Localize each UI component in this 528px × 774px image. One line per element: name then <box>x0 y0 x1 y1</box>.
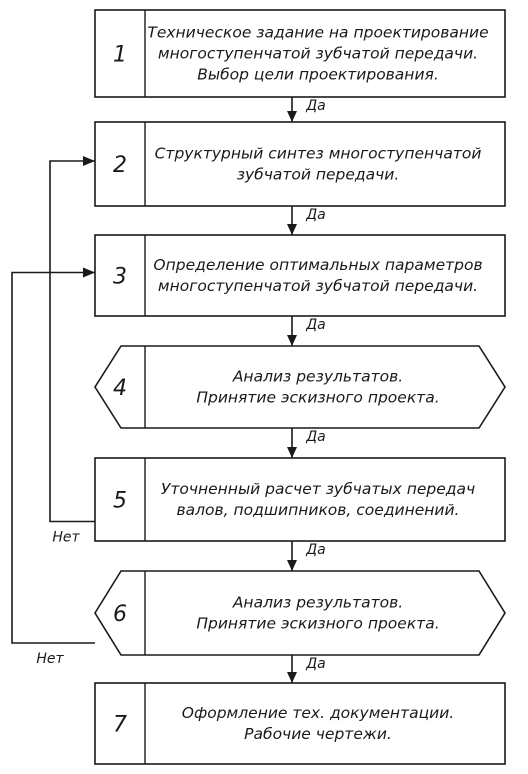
edge-label-no: Нет <box>52 530 80 546</box>
step-text-line: многоступенчатой зубчатой передачи. <box>158 277 478 295</box>
edge-label-yes: Да <box>305 656 326 672</box>
edge-label-no: Нет <box>36 651 64 667</box>
arrowhead <box>83 267 95 278</box>
arrowhead <box>287 335 297 346</box>
step-text-line: Структурный синтез многоступенчатой <box>155 145 482 163</box>
step-text-line: Техническое задание на проектирование <box>147 24 488 42</box>
step-number: 1 <box>113 43 127 68</box>
flow-step-6: 6 Анализ результатов. Принятие эскизного п… <box>94 570 506 656</box>
arrowhead <box>83 156 95 166</box>
arrowhead <box>287 560 297 571</box>
arrowhead <box>287 447 297 458</box>
process-box <box>94 682 506 765</box>
step-text-line: Оформление тех. документации. <box>182 704 454 722</box>
decision-hexagon <box>94 345 506 429</box>
step-number: 6 <box>113 602 127 627</box>
flow-step-5: 5 Уточненный расчет зубчатых передач валов… <box>94 457 506 542</box>
step-text-line: Рабочие чертежи. <box>244 725 392 743</box>
edge-label-yes: Да <box>305 207 326 223</box>
edge-label-yes: Да <box>305 429 326 445</box>
step-text-line: Принятие эскизного проекта. <box>196 389 439 407</box>
flow-step-2: 2 Структурный синтез многоступенчатой зубч… <box>94 121 506 207</box>
process-box <box>94 9 506 98</box>
step-text-line: Определение оптимальных параметров <box>153 256 482 274</box>
edge-label-yes: Да <box>305 98 326 114</box>
decision-hexagon <box>94 570 506 656</box>
process-box <box>94 234 506 317</box>
process-box <box>94 457 506 542</box>
edge-label-yes: Да <box>305 317 326 333</box>
flow-step-4: 4 Анализ результатов. Принятие эскизного п… <box>94 345 506 429</box>
step-number: 3 <box>113 265 127 290</box>
step-number: 2 <box>113 153 127 178</box>
step-text-line: Анализ результатов. <box>232 368 403 386</box>
arrowhead <box>287 224 297 235</box>
flow-step-3: 3 Определение оптимальных параметров много… <box>94 234 506 317</box>
step-number: 5 <box>113 489 127 514</box>
edge-label-yes: Да <box>305 542 326 558</box>
step-text-line: валов, подшипников, соединений. <box>177 501 460 519</box>
step-text-line: зубчатой передачи. <box>237 166 400 184</box>
step-text-line: многоступенчатой зубчатой передачи. <box>158 45 478 63</box>
step-text-line: Выбор цели проектирования. <box>197 66 439 84</box>
arrowhead <box>287 672 297 683</box>
flow-step-1: 1 Техническое задание на проектирование мн… <box>94 9 506 98</box>
feedback-arrow <box>49 160 95 523</box>
step-text-line: Уточненный расчет зубчатых передач <box>161 480 475 498</box>
feedback-arrow <box>11 271 95 644</box>
step-number: 7 <box>113 713 127 738</box>
step-text-line: Анализ результатов. <box>232 594 403 612</box>
arrowhead <box>287 111 297 122</box>
step-number: 4 <box>113 376 127 401</box>
flow-step-7: 7 Оформление тех. документации. Рабочие че… <box>94 682 506 765</box>
step-text-line: Принятие эскизного проекта. <box>196 615 439 633</box>
process-box <box>94 121 506 207</box>
